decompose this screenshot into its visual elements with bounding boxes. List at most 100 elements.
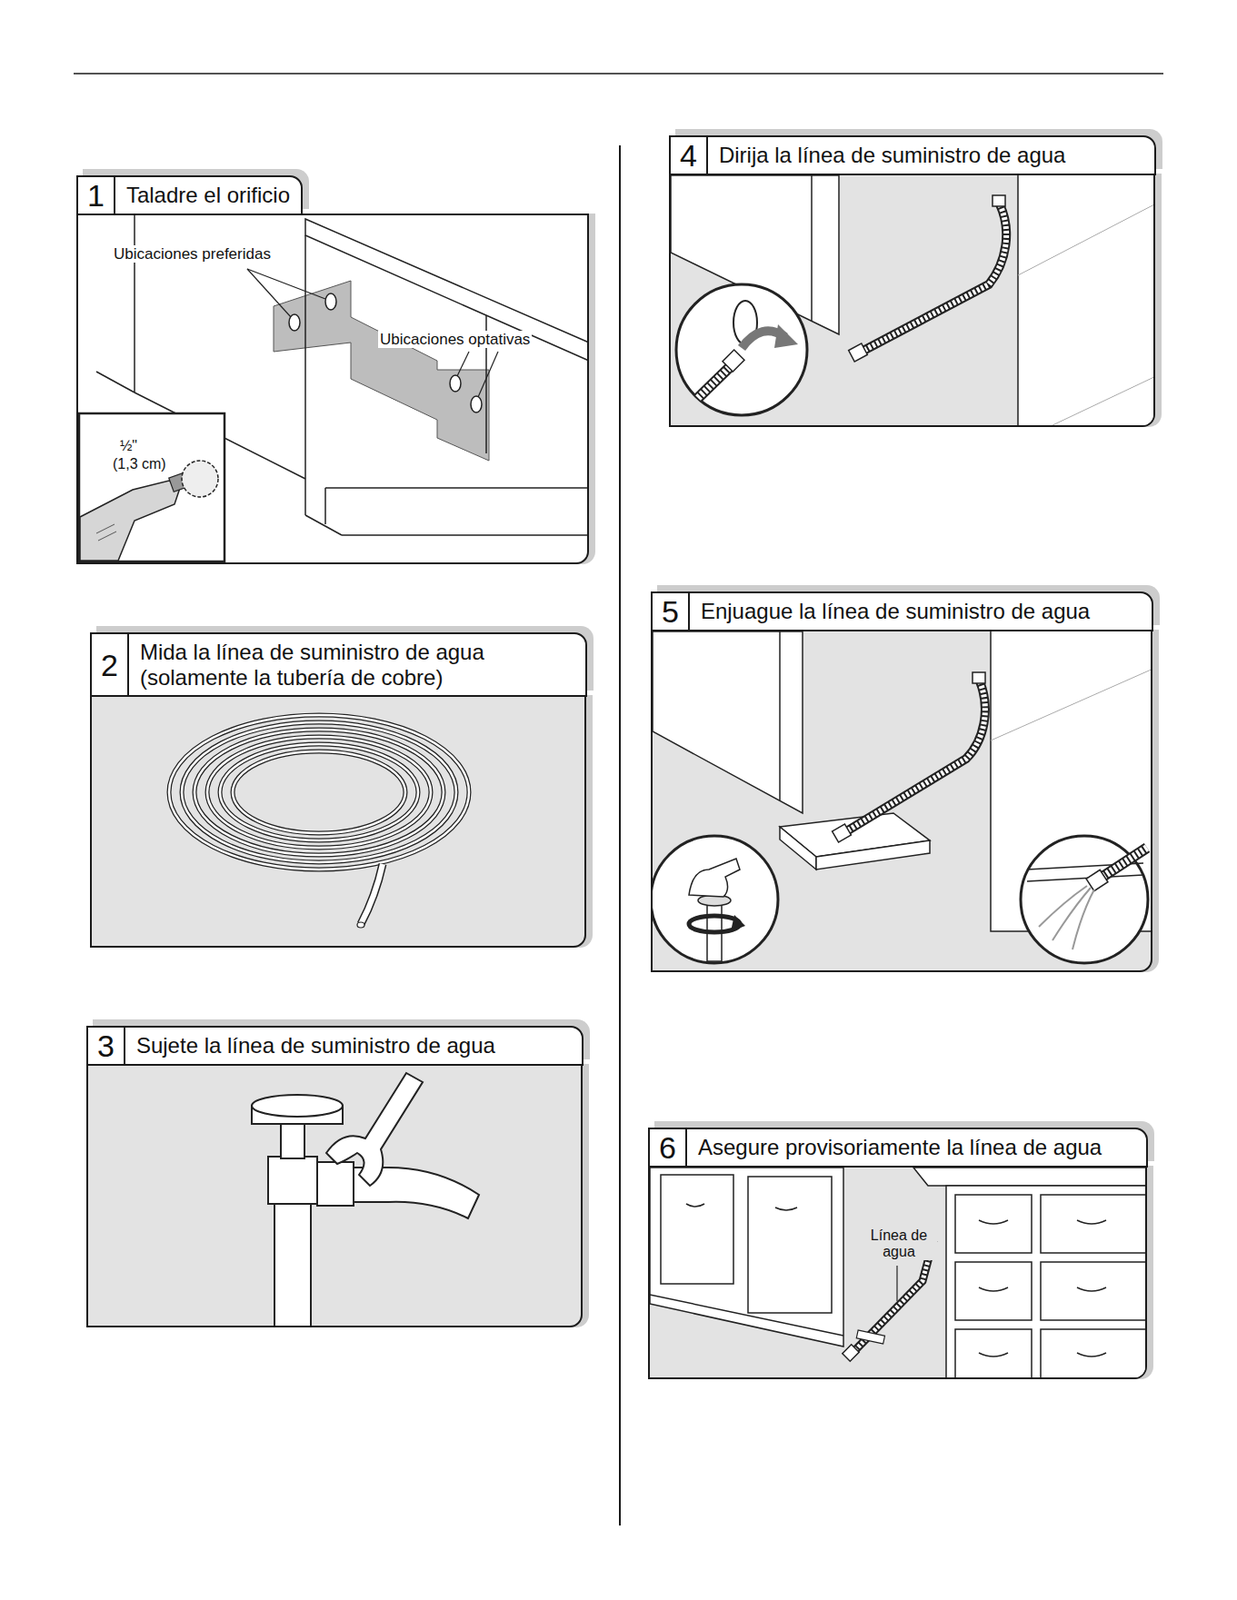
supply-line-part [848, 343, 868, 362]
step-number: 3 [88, 1027, 126, 1065]
flush-inset-part [1038, 886, 1088, 928]
copper-coil-part [360, 864, 383, 925]
detail-inset-part [698, 364, 733, 399]
step-illustration-frame [668, 173, 1156, 428]
water-line-part [856, 1329, 885, 1344]
cabinets-part [778, 631, 781, 801]
water-valve-part [317, 1162, 354, 1207]
step-number: 1 [78, 177, 116, 214]
leader-lines [897, 1266, 898, 1302]
step-illustration-frame [89, 695, 587, 948]
copper-coil-part [207, 737, 431, 848]
step-header: 5Enjuague la línea de suministro de agua [650, 591, 1154, 632]
callout-label: Ubicaciones optativas [378, 330, 532, 350]
copper-coil-part [194, 729, 444, 856]
drill-inset-part [98, 531, 117, 541]
valve-inset-part [730, 915, 746, 932]
supply-line-part [992, 195, 1006, 207]
supply-line-part [843, 681, 986, 834]
step-header: 6Asegure provisoriamente la línea de agu… [648, 1127, 1148, 1168]
copper-coil-illustration [91, 697, 587, 947]
base-cabinet-part [748, 1177, 832, 1314]
base-cabinet-part [660, 1175, 734, 1285]
base-cabinet-part [649, 1167, 844, 1347]
cabinets-part [652, 631, 803, 814]
step-panel: 6Asegure provisoriamente la línea de agu… [648, 1127, 1148, 1380]
supply-line-part [859, 204, 1007, 353]
step-number: 2 [91, 634, 130, 696]
step-title: Mida la línea de suministro de agua (sol… [129, 634, 586, 696]
detail-inset-part [774, 324, 799, 349]
copper-coil-part [169, 715, 469, 870]
copper-coil-part [169, 715, 469, 870]
cabinet-lines-part [325, 487, 589, 489]
cabinets-part [1052, 375, 1156, 426]
cabinet-lines-part [324, 488, 327, 525]
drill-inset-part [79, 413, 225, 562]
callout-label: Línea de agua [860, 1227, 938, 1262]
drawer-bank-part [978, 1353, 1008, 1357]
step-title: Asegure provisoriamente la línea de agua [687, 1129, 1113, 1167]
callout-label: Ubicaciones preferidas [111, 245, 273, 264]
copper-coil-part [232, 751, 406, 834]
detail-inset-part [676, 284, 808, 416]
supply-line-part [859, 204, 1007, 353]
drawer-bank-part [1040, 1329, 1148, 1378]
valve-illustration [88, 1066, 583, 1327]
hole-zone-part [325, 293, 337, 310]
step-illustration-frame: Línea de agua [648, 1166, 1148, 1380]
cabinet-lines-part [341, 534, 589, 537]
cabinet-lines-part [305, 219, 589, 361]
copper-coil-part [181, 722, 457, 863]
drawer-bank-part [955, 1195, 1032, 1254]
supply-line-part [972, 672, 986, 684]
step-illustration-frame: Ubicaciones preferidasUbicaciones optati… [76, 213, 589, 565]
leader-lines-part [247, 269, 326, 300]
step-header: 3Sujete la línea de suministro de agua [86, 1026, 584, 1067]
supply-line-part [832, 823, 852, 842]
detail-inset-part [722, 349, 745, 371]
callout-label: (1,3 cm) [110, 456, 169, 473]
flush-inset-part [1020, 836, 1148, 964]
step-number: 6 [649, 1129, 688, 1167]
water-valve [251, 1095, 479, 1327]
cabinets-part [810, 175, 813, 321]
secure-line-illustration [649, 1167, 1148, 1378]
step-illustration-frame [86, 1064, 583, 1328]
supply-line [832, 672, 986, 843]
step-header: 2Mida la línea de suministro de agua (so… [89, 632, 588, 698]
base-cabinet-part [775, 1207, 798, 1211]
callout-label: ½" [118, 438, 140, 455]
hole-zone-part [470, 396, 482, 413]
copper-coil-part [232, 751, 406, 834]
step-panel: 4Dirija la línea de suministro de agua [668, 135, 1157, 428]
valve-inset [652, 836, 779, 964]
drawer-bank-part [955, 1329, 1032, 1378]
step-panel: 5Enjuague la línea de suministro de agua [650, 591, 1154, 973]
step-title: Dirija la línea de suministro de agua [708, 137, 1078, 174]
leader-lines-part [896, 1266, 898, 1302]
cabinet-lines-part [304, 235, 307, 516]
valve-inset-part [688, 858, 740, 898]
drawer-bank-part [1077, 1353, 1107, 1357]
flush-inset-part [1052, 887, 1091, 941]
base-cabinet-part [686, 1204, 705, 1208]
hole-zone-part [449, 375, 461, 392]
wrench-part [326, 1073, 423, 1187]
copper-coil-part [360, 864, 383, 925]
cabinets-part [1017, 175, 1156, 426]
copper-coil-part [219, 744, 419, 841]
cabinet-lines-part [96, 371, 135, 393]
valve-inset-part [652, 836, 779, 964]
detail-inset-part [698, 364, 733, 399]
water-valve-part [274, 1202, 311, 1327]
flush-inset-part [1099, 847, 1148, 879]
flush-line-illustration [652, 631, 1153, 971]
step-title: Enjuague la línea de suministro de agua [689, 593, 1101, 630]
step-header: 4Dirija la línea de suministro de agua [668, 135, 1157, 176]
leader-lines-part [478, 351, 499, 398]
copper-coil-part [181, 722, 457, 863]
cabinets-part [1017, 202, 1156, 276]
drawer-bank-part [955, 1262, 1032, 1321]
